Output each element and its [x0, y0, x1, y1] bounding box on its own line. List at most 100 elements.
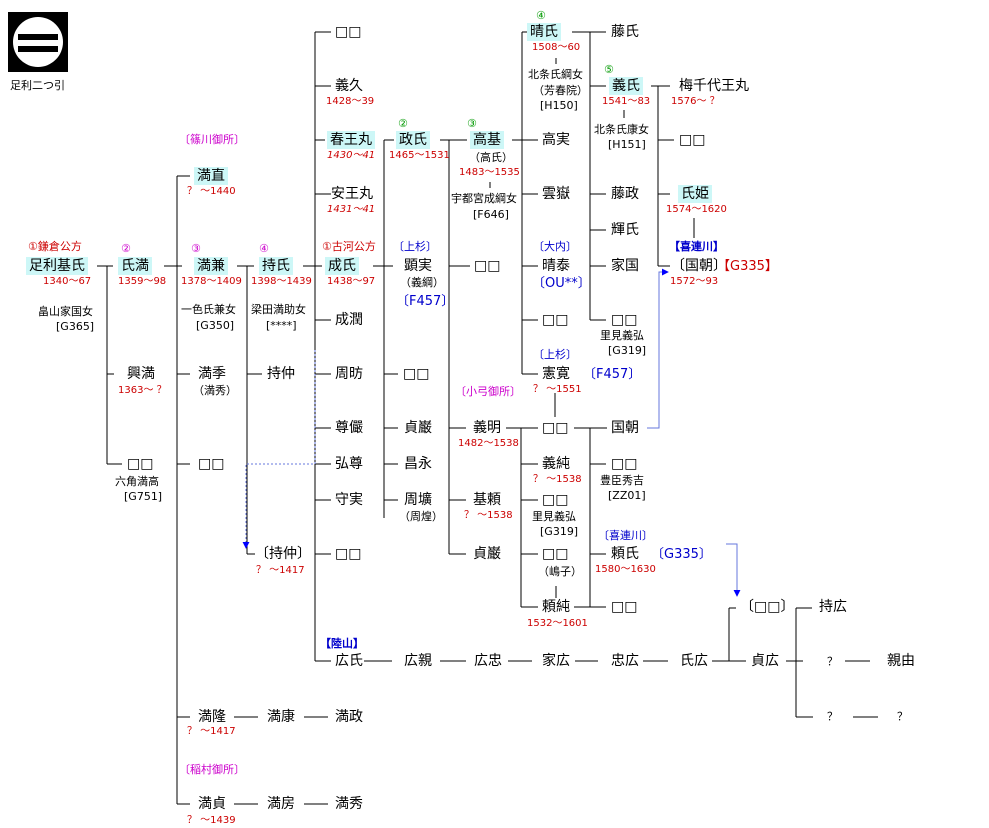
person-harutai: 晴泰 — [542, 258, 570, 274]
person-umechiyo: 梅千代王丸 — [679, 78, 749, 94]
years: 1541〜83 — [602, 96, 651, 107]
ref-code: 〔F457〕 — [396, 294, 455, 309]
ref-code: [G751] — [124, 490, 163, 503]
spouse: 里見義弘 — [600, 329, 644, 342]
ref-code: [H150] — [540, 99, 578, 112]
years: 1532〜1601 — [527, 618, 588, 629]
person-unknown: □□ — [611, 456, 638, 472]
years: 1431〜41 — [327, 204, 376, 215]
years: 1508〜60 — [532, 42, 581, 53]
ref-code: 〔F457〕 — [583, 367, 642, 382]
person-unknown: □□ — [679, 132, 706, 148]
years: ？ 〜1417 — [256, 565, 305, 576]
years: 1580〜1630 — [595, 564, 656, 575]
unknown-person: ？ — [827, 710, 838, 723]
label-ouchi: 〔大内〕 — [533, 240, 577, 253]
person-unknown: □□ — [611, 312, 638, 328]
person-ujihime: 氏姫 — [678, 185, 712, 203]
years: 1363〜 ？ — [118, 385, 167, 396]
years: 1359〜98 — [118, 276, 167, 287]
person-mochihiro: 持広 — [819, 599, 847, 615]
person-mitsukane: 満兼 — [194, 257, 228, 275]
person-fujiuji: 藤氏 — [611, 24, 639, 40]
ref-code: [G350] — [196, 319, 235, 332]
label-rikuzan: 【陸山】 — [320, 637, 364, 650]
years: ？ 〜1417 — [187, 726, 236, 737]
person-unknown: □□ — [542, 546, 569, 562]
person-unknown: □□ — [127, 456, 154, 472]
person-mitsuyasu: 満康 — [267, 709, 295, 725]
person-unknown: □□ — [542, 312, 569, 328]
years: 1378〜1409 — [181, 276, 242, 287]
person-masauji: 政氏 — [396, 131, 430, 149]
person-okimitsu: 興満 — [127, 366, 155, 382]
years: 1483〜1535 — [459, 167, 520, 178]
person-unknown: □□ — [542, 420, 569, 436]
ref-code: [G319] — [540, 525, 579, 538]
person-motouji: 足利基氏 — [26, 257, 88, 275]
order-number: ④ — [259, 242, 269, 255]
label-inamura: 〔稲村御所〕 — [179, 763, 245, 776]
person-hirochika: 広親 — [404, 653, 432, 669]
person-mitsusue: 満季 — [198, 366, 226, 382]
person-haruuji: 晴氏 — [527, 23, 561, 41]
person-ungaku: 雲嶽 — [542, 186, 570, 202]
years: 1438〜97 — [327, 276, 376, 287]
label-oyumi: 〔小弓御所〕 — [455, 385, 521, 398]
person-sadahiro: 貞広 — [751, 653, 779, 669]
person-teigen: 貞巌 — [404, 420, 432, 436]
label-kitsuregawa: 〔喜連川〕 — [598, 529, 653, 542]
person-unknown: □□ — [474, 258, 501, 274]
person-seijun: 成潤 — [335, 312, 363, 328]
label-uesugi: 〔上杉〕 — [393, 240, 437, 253]
person-motoyori: 基頼 — [473, 492, 501, 508]
ref-code: [G319] — [608, 344, 647, 357]
person-teigen: 貞巌 — [473, 546, 501, 562]
person-norihiro: 憲寛 — [542, 366, 570, 382]
person-tadahiro: 忠広 — [611, 653, 639, 669]
ref-code: [H151] — [608, 138, 646, 151]
years: 1572〜93 — [670, 276, 719, 287]
ref-code: [G365] — [56, 320, 95, 333]
spouse: 里見義弘 — [532, 510, 576, 523]
person-unknown: □□ — [403, 366, 430, 382]
label-uesugi: 〔上杉〕 — [533, 348, 577, 361]
ref-code: [ZZ01] — [608, 489, 646, 502]
order-number: ⑤ — [604, 63, 614, 76]
alias: （義綱） — [400, 276, 444, 289]
alias: （嶋子） — [538, 565, 582, 578]
person-kunitomo-bracketed: 〔国朝〕 — [671, 258, 727, 274]
unknown-person: ？ — [897, 710, 908, 723]
person-mitsunao: 満直 — [194, 167, 228, 185]
alias: （高氏） — [469, 151, 513, 164]
person-yoshizumi: 義純 — [542, 456, 570, 472]
years: 1428〜39 — [326, 96, 375, 107]
person-mochiuji: 持氏 — [259, 257, 293, 275]
spouse: 畠山家国女 — [38, 305, 93, 318]
person-yorizumi: 頼純 — [542, 599, 570, 615]
person-akizane: 顕実 — [404, 258, 432, 274]
ref-code: 【G335】 — [717, 259, 778, 274]
person-fujimasa: 藤政 — [611, 186, 639, 202]
person-teruuji: 輝氏 — [611, 222, 639, 238]
person-mochinaka: 持仲 — [267, 366, 295, 382]
person-mochinaka-bracketed: 〔持仲〕 — [255, 546, 311, 562]
order-number: ② — [398, 117, 408, 130]
order-number: ③ — [467, 117, 477, 130]
spouse: 梁田満助女 — [251, 303, 306, 316]
alias: （満秀） — [193, 384, 237, 397]
spouse: 一色氏兼女 — [181, 303, 236, 316]
person-unknown: □□ — [611, 599, 638, 615]
person-shuko: 周壙 — [404, 492, 432, 508]
label-koga-kubo: ①古河公方 — [322, 240, 376, 253]
ref-code: 〔OU**〕 — [532, 276, 591, 291]
person-iehiro: 家広 — [542, 653, 570, 669]
order-number: ② — [121, 242, 131, 255]
years: ？ 〜1439 — [187, 815, 236, 826]
order-number: ④ — [536, 9, 546, 22]
person-shoei: 昌永 — [404, 456, 432, 472]
person-unknown: □□ — [198, 456, 225, 472]
person-hirouji: 広氏 — [335, 653, 363, 669]
years: ？ 〜1440 — [187, 186, 236, 197]
